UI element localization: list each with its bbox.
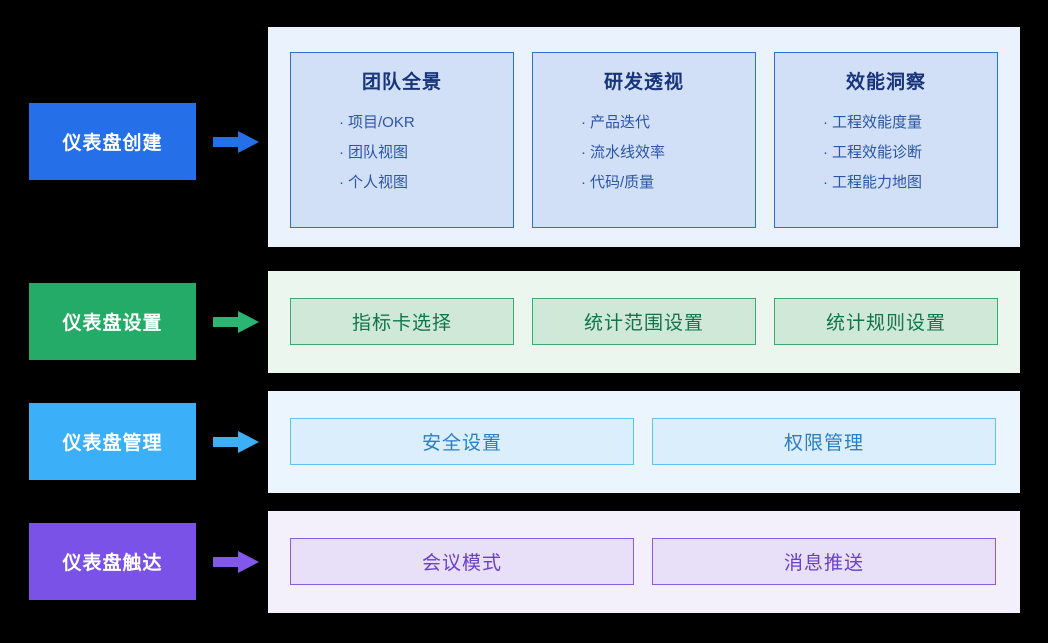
bullet-glyph: · — [823, 174, 828, 191]
diagram-row-dashboard-reach: 仪表盘触达 会议模式 消息推送 — [0, 511, 1048, 613]
list-item-label: 产品迭代 — [590, 114, 651, 131]
pill-security-settings[interactable]: 安全设置 — [290, 418, 634, 465]
list-item-label: 工程效能诊断 — [832, 144, 923, 161]
card-list-efficiency-insight: ·工程效能度量 ·工程效能诊断 ·工程能力地图 — [775, 108, 997, 198]
pill-permission-management[interactable]: 权限管理 — [652, 418, 996, 465]
card-list-rd-perspective: ·产品迭代 ·流水线效率 ·代码/质量 — [533, 108, 755, 198]
card-list-team-overview: ·项目/OKR ·团队视图 ·个人视图 — [291, 108, 513, 198]
pill-stat-scope-settings[interactable]: 统计范围设置 — [532, 298, 756, 345]
panel-dashboard-reach: 会议模式 消息推送 — [268, 511, 1020, 613]
bullet-glyph: · — [339, 174, 344, 191]
pill-stat-rule-settings[interactable]: 统计规则设置 — [774, 298, 998, 345]
arrow-icon-dashboard-reach — [213, 551, 259, 573]
list-item: ·工程能力地图 — [823, 168, 997, 198]
card-title-rd-perspective: 研发透视 — [603, 72, 684, 93]
bullet-glyph: · — [339, 144, 344, 161]
bullet-glyph: · — [339, 114, 344, 131]
arrow-head — [238, 431, 259, 453]
list-item-label: 代码/质量 — [590, 174, 655, 191]
bullet-glyph: · — [823, 114, 828, 131]
diagram-row-dashboard-settings: 仪表盘设置 指标卡选择 统计范围设置 统计规则设置 — [0, 271, 1048, 373]
arrow-head — [238, 311, 259, 333]
list-item: ·个人视图 — [339, 168, 513, 198]
arrow-head — [238, 551, 259, 573]
stage-label-dashboard-settings[interactable]: 仪表盘设置 — [29, 283, 196, 360]
card-grid-dashboard-create: 团队全景 ·项目/OKR ·团队视图 ·个人视图 研发透视 ·产品迭代 ·流水线… — [290, 52, 998, 228]
panel-dashboard-settings: 指标卡选择 统计范围设置 统计规则设置 — [268, 271, 1020, 373]
diagram-row-dashboard-management: 仪表盘管理 安全设置 权限管理 — [0, 391, 1048, 493]
pill-metric-card-selection[interactable]: 指标卡选择 — [290, 298, 514, 345]
stage-label-dashboard-reach[interactable]: 仪表盘触达 — [29, 523, 196, 600]
list-item: ·工程效能度量 — [823, 108, 997, 138]
bullet-glyph: · — [581, 114, 586, 131]
stage-label-dashboard-management[interactable]: 仪表盘管理 — [29, 403, 196, 480]
pill-meeting-mode[interactable]: 会议模式 — [290, 538, 634, 585]
list-item: ·项目/OKR — [339, 108, 513, 138]
card-title-efficiency-insight: 效能洞察 — [845, 72, 926, 93]
arrow-shaft — [213, 437, 240, 447]
list-item-label: 工程能力地图 — [832, 174, 923, 191]
list-item-label: 工程效能度量 — [832, 114, 923, 131]
pill-message-push[interactable]: 消息推送 — [652, 538, 996, 585]
arrow-icon-dashboard-management — [213, 431, 259, 453]
list-item: ·产品迭代 — [581, 108, 755, 138]
card-efficiency-insight[interactable]: 效能洞察 ·工程效能度量 ·工程效能诊断 ·工程能力地图 — [774, 52, 998, 228]
arrow-icon-dashboard-create — [213, 131, 259, 153]
list-item-label: 团队视图 — [348, 144, 409, 161]
arrow-shaft — [213, 557, 240, 567]
list-item-label: 项目/OKR — [348, 114, 415, 131]
list-item-label: 个人视图 — [348, 174, 409, 191]
panel-dashboard-create: 团队全景 ·项目/OKR ·团队视图 ·个人视图 研发透视 ·产品迭代 ·流水线… — [268, 27, 1020, 247]
pill-grid-dashboard-reach: 会议模式 消息推送 — [290, 538, 996, 585]
list-item: ·团队视图 — [339, 138, 513, 168]
arrow-shaft — [213, 137, 240, 147]
list-item-label: 流水线效率 — [590, 144, 666, 161]
arrow-head — [238, 131, 259, 153]
list-item: ·工程效能诊断 — [823, 138, 997, 168]
bullet-glyph: · — [581, 174, 586, 191]
panel-dashboard-management: 安全设置 权限管理 — [268, 391, 1020, 493]
bullet-glyph: · — [823, 144, 828, 161]
pill-grid-dashboard-settings: 指标卡选择 统计范围设置 统计规则设置 — [290, 298, 998, 345]
list-item: ·代码/质量 — [581, 168, 755, 198]
card-title-team-overview: 团队全景 — [361, 72, 442, 93]
stage-label-dashboard-create[interactable]: 仪表盘创建 — [29, 103, 196, 180]
bullet-glyph: · — [581, 144, 586, 161]
card-team-overview[interactable]: 团队全景 ·项目/OKR ·团队视图 ·个人视图 — [290, 52, 514, 228]
list-item: ·流水线效率 — [581, 138, 755, 168]
arrow-icon-dashboard-settings — [213, 311, 259, 333]
arrow-shaft — [213, 317, 240, 327]
pill-grid-dashboard-management: 安全设置 权限管理 — [290, 418, 996, 465]
diagram-row-dashboard-create: 仪表盘创建 团队全景 ·项目/OKR ·团队视图 ·个人视图 研发透视 — [0, 27, 1048, 247]
card-rd-perspective[interactable]: 研发透视 ·产品迭代 ·流水线效率 ·代码/质量 — [532, 52, 756, 228]
